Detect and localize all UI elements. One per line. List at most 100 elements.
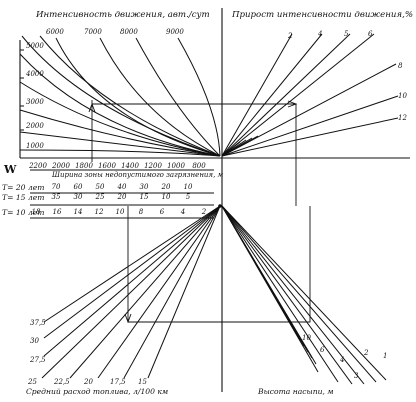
left-tick-label: 2000 [25,122,44,130]
fuel-ray [69,205,221,379]
fuel-value-label: 22,5 [53,378,70,386]
intensity-curve [19,149,221,157]
fuel-consumption-title: Средний расход топлива, л/100 км [26,387,168,396]
height-ray [221,205,339,383]
fuel-ray [43,205,221,357]
left-tick-label: 3000 [26,98,44,106]
growth-ray-fill [221,135,259,157]
zone-scale-label: 2000 [51,162,70,170]
growth-ray [221,33,293,157]
left-tick-label: 5000 [26,42,44,50]
traffic-curve-label: 9000 [166,28,184,36]
growth-ray-label: 10 [398,92,407,100]
growth-ray [221,63,397,157]
fuel-value-label: 37,5 [30,319,46,327]
fuel-value-label: 17,5 [110,378,126,386]
fuel-ray [43,205,221,339]
growth-ray [221,117,399,157]
service-life-label: T= 15 лет [2,193,44,202]
zone-scale-label: 2200 [28,162,47,170]
zone-width-title: Ширина зоны недопустимого загрязнения, м [51,171,224,179]
height-ray [221,205,387,381]
zone-scale-label: 1200 [144,162,162,170]
service-life-value: 20 [117,193,127,201]
service-life-value: 10 [116,208,125,216]
service-life-value: 15 [140,193,149,201]
service-life-value: 60 [74,183,83,191]
height-value-label: 4 [339,356,344,364]
service-life-value: 2 [201,208,207,216]
intensity-curve [19,109,221,157]
intensity-curve [99,37,221,157]
intensity-curve [21,35,221,157]
growth-ray-label: 4 [317,30,322,38]
arrow-down [124,313,132,324]
height-value-label: 1 [383,352,387,360]
intensity-curve [177,37,221,157]
left-tick-label: 4000 [25,70,44,78]
intensity-curve [19,131,221,157]
main-axes [19,8,410,392]
service-life-value: 25 [95,193,105,201]
fuel-ray [123,205,221,379]
service-life-value: 10 [184,183,193,191]
service-life-value: 20 [161,183,171,191]
w-axis-label: W [3,163,17,176]
service-life-value: 30 [140,183,149,191]
service-life-value: 6 [160,208,165,216]
growth-ray [221,33,323,157]
intensity-curve [19,81,221,157]
fuel-ray [43,205,221,323]
height-ray [221,205,365,385]
growth-ray-label: 2 [287,32,293,40]
arrow-right [287,100,298,108]
growth-ray [221,95,399,157]
service-life-value: 35 [52,193,61,201]
traffic-intensity-curves [19,35,221,157]
growth-ray-label: 5 [344,30,349,38]
zone-scale-label: 1000 [167,162,185,170]
height-ray [221,205,377,383]
height-ray-fill [221,205,317,365]
fuel-value-label: 25 [27,378,37,386]
traffic-intensity-title: Интенсивность движения, авт./сут [35,10,210,20]
traffic-curve-label: 8000 [120,28,138,36]
growth-ray-label: 8 [398,62,403,70]
growth-ray [221,33,375,157]
service-life-value: 40 [117,183,127,191]
arrow-up [88,102,96,113]
embankment-height-title: Высота насыпи, м [257,387,334,396]
zone-scale-label: 800 [192,162,206,170]
fuel-value-label: 20 [83,378,93,386]
service-life-value: 10 [162,193,171,201]
service-life-value: 50 [96,183,105,191]
height-value-label: 6 [320,346,325,354]
fuel-ray [97,205,221,379]
service-life-label: T= 20 лет [2,183,44,192]
fuel-ray [41,205,221,379]
intensity-curve [19,53,221,157]
example-key-lower [124,206,311,324]
zone-scale-label: 1600 [98,162,116,170]
traffic-growth-title: Прирост интенсивности движения,% [231,10,413,20]
zone-scale-label: 1400 [121,162,139,170]
service-life-value: 8 [139,208,144,216]
service-life-label: T= 10 лет [2,208,44,217]
fuel-value-label: 15 [138,378,147,386]
intensity-curve [39,35,221,157]
service-life-value: 4 [180,208,185,216]
service-life-value: 18 [32,208,41,216]
growth-ray-label: 12 [398,114,407,122]
service-life-value: 5 [186,193,191,201]
embankment-height-rays [221,205,387,385]
service-life-value: 70 [52,183,61,191]
